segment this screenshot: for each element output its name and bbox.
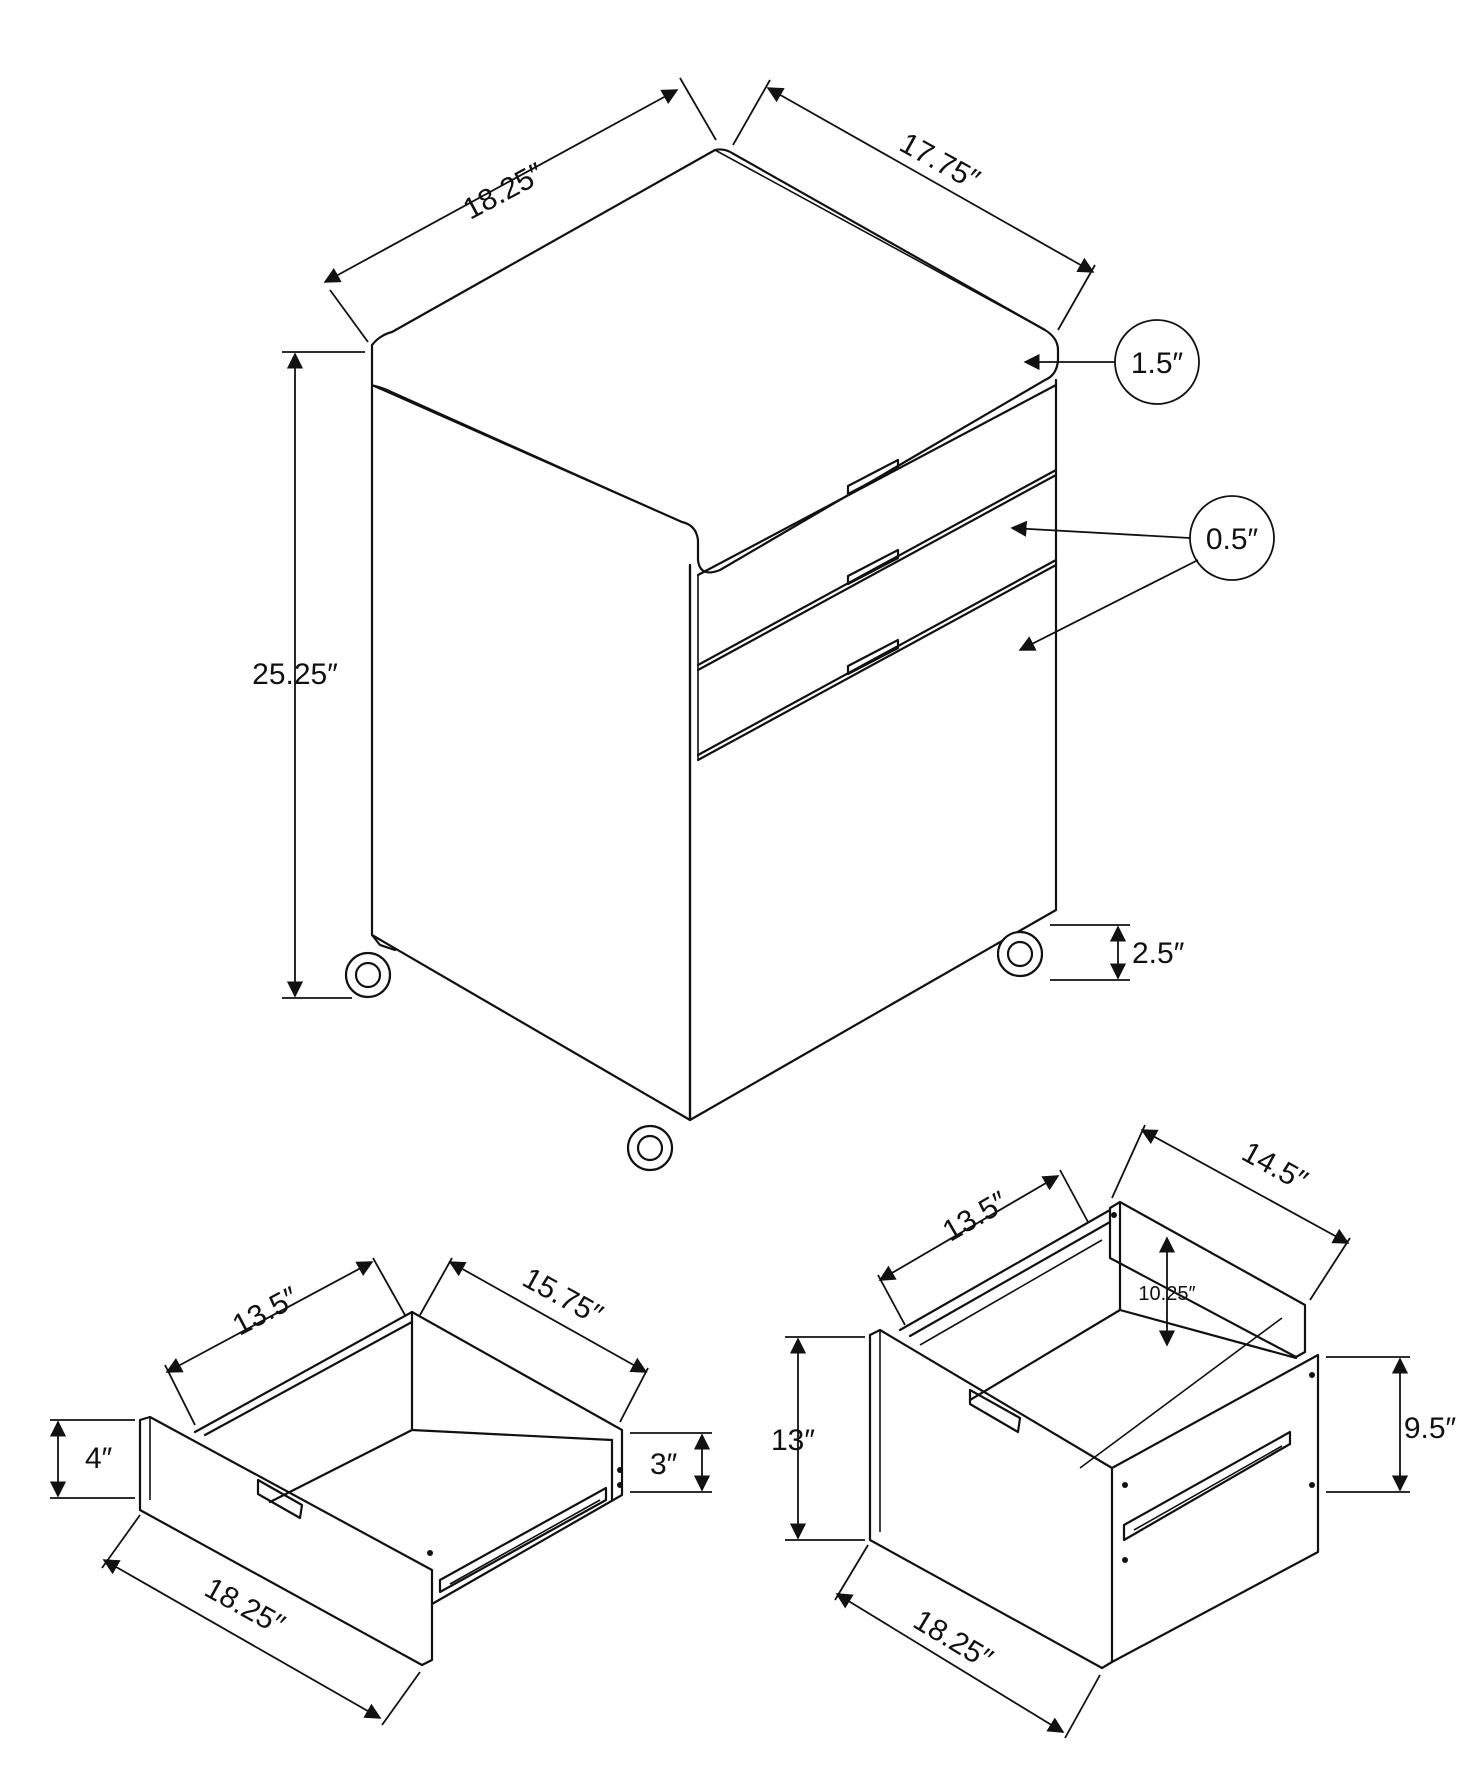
label-small-drawer-depth: 15.75″ <box>517 1261 608 1332</box>
dim-small-drawer-width: 13.5″ <box>164 1257 406 1426</box>
label-small-drawer-side-height: 3″ <box>650 1448 678 1481</box>
dim-caster-height: 2.5″ <box>1050 924 1185 981</box>
label-file-drawer-front-height: 13″ <box>771 1424 815 1457</box>
dim-small-drawer-front-height: 4″ <box>49 1419 135 1499</box>
caster-front-right <box>996 930 1044 978</box>
caster-front-center <box>626 1124 674 1172</box>
dim-small-drawer-side-height: 3″ <box>630 1432 712 1493</box>
label-small-drawer-front-width: 18.25″ <box>199 1571 290 1642</box>
dim-file-drawer-side-height: 9.5″ <box>1326 1356 1457 1493</box>
label-small-drawer-front-height: 4″ <box>85 1442 113 1475</box>
cabinet-front <box>688 378 1058 1122</box>
small-drawer-front <box>138 1415 434 1667</box>
dim-file-drawer-front-height: 13″ <box>771 1336 865 1541</box>
dim-height: 25.25″ <box>252 351 365 999</box>
label-file-drawer-width: 13.5″ <box>937 1185 1014 1248</box>
dim-file-drawer-inner-height: 10.25″ <box>1138 1236 1196 1347</box>
callout-drawer-gap: 0.5″ <box>1010 495 1275 651</box>
cabinet-side-panel <box>370 383 692 1122</box>
label-small-drawer-width: 13.5″ <box>227 1281 304 1343</box>
dim-file-drawer-depth: 14.5″ <box>1111 1124 1351 1301</box>
file-drawer-front <box>868 1328 1114 1670</box>
file-drawer-side <box>1110 1353 1320 1664</box>
callout-top-thickness: 1.5″ <box>1023 319 1200 405</box>
label-file-drawer-side-height: 9.5″ <box>1404 1412 1457 1445</box>
label-height: 25.25″ <box>252 658 338 691</box>
caster-front-left <box>344 933 397 999</box>
dim-small-drawer-depth: 15.75″ <box>419 1257 649 1423</box>
label-file-drawer-inner-height: 10.25″ <box>1138 1283 1195 1305</box>
dim-top-width: 18.25″ <box>323 77 717 343</box>
label-drawer-gap: 0.5″ <box>1206 523 1259 556</box>
small-drawer-handle <box>256 1478 304 1520</box>
dim-file-drawer-front-width: 18.25″ <box>834 1544 1101 1739</box>
handle-file-drawer <box>846 638 900 676</box>
label-caster-height: 2.5″ <box>1132 937 1185 970</box>
dim-small-drawer-front-width: 18.25″ <box>101 1514 421 1726</box>
handle-top-drawer <box>846 458 900 496</box>
file-drawer-handle <box>968 1388 1022 1434</box>
handle-middle-drawer <box>846 548 900 586</box>
dim-file-drawer-width: 13.5″ <box>877 1169 1089 1326</box>
small-drawer-drawing <box>138 1310 624 1667</box>
label-top-depth: 17.75″ <box>894 126 985 197</box>
cabinet-drawing <box>370 148 1060 1122</box>
label-top-thickness: 1.5″ <box>1131 347 1184 380</box>
dim-top-depth: 17.75″ <box>732 79 1096 331</box>
file-drawer-drawing <box>868 1200 1320 1670</box>
label-top-width: 18.25″ <box>458 157 549 227</box>
